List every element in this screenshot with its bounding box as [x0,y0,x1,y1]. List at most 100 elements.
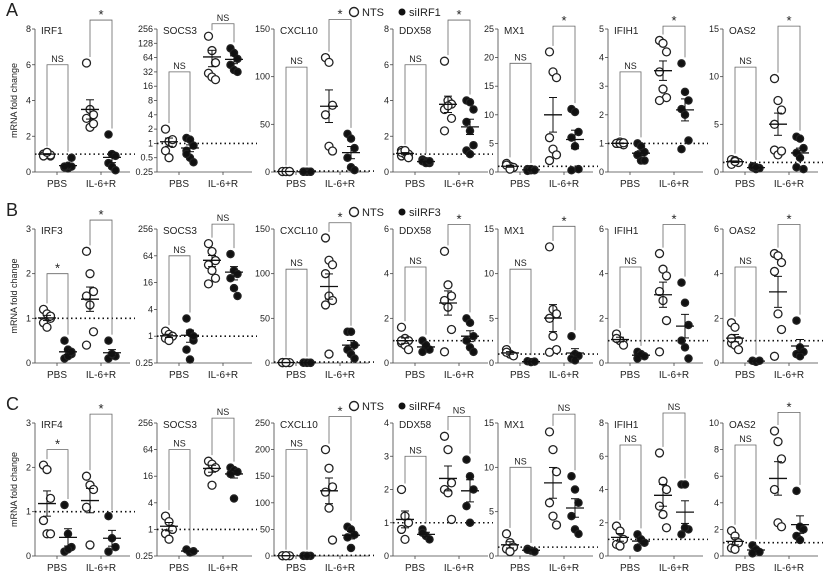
significance-bracket [89,413,113,511]
y-tick-label: 2 [384,131,389,141]
significance-label: NS [453,405,466,415]
x-tick-label: PBS [735,563,755,574]
point-si [633,150,642,160]
point-nts [85,269,95,279]
y-tick-label: 0 [599,551,604,561]
point-nts [446,478,457,488]
legend-nts-marker [348,6,360,18]
point-nts [501,347,512,357]
point-nts [548,511,558,521]
point-si [680,480,690,489]
point-nts [81,113,92,124]
legend-nts-label: NTS [362,207,384,219]
panel-title: CXCL10 [280,420,318,431]
y-tick-label: 2 [599,110,604,120]
point-nts [81,246,92,256]
significance-label: NS [173,61,186,71]
point-si [640,538,649,547]
significance-bracket [46,64,69,152]
y-tick-label: 4 [599,53,604,63]
point-si [469,140,478,150]
y-tick-label: 1 [148,524,153,534]
x-tick-label: IL-6+R [208,370,238,381]
y-tick-label: 15 [484,418,494,428]
significance-bracket [734,266,757,355]
point-nts [611,333,622,344]
point-nts [776,146,787,156]
x-tick-label: IL-6+R [208,179,238,190]
point-nts [544,47,555,57]
y-tick-label: 8 [599,418,604,428]
x-tick-label: PBS [286,370,306,381]
x-tick-label: PBS [169,563,189,574]
significance-bracket [285,449,308,550]
panel-title: MX1 [504,226,525,237]
y-tick-label: 16 [143,471,153,481]
y-tick-label: 2 [384,313,389,323]
y-tick-label: 10 [709,72,719,82]
point-nts [544,133,555,143]
panel-title: DDX58 [399,420,432,431]
significance-bracket [404,266,427,335]
significance-label: NS [739,434,752,444]
point-nts [551,520,562,530]
point-nts [81,340,92,350]
panel-title: IFIH1 [614,26,639,37]
point-si [570,107,580,117]
y-tick-label: 10 [484,269,494,279]
y-tick-label: 8 [384,24,389,34]
significance-bracket [662,412,686,479]
point-si [185,355,195,364]
y-tick-label: 10 [484,110,494,120]
legend-nts-marker [348,206,360,218]
x-tick-label: IL-6+R [659,179,689,190]
point-nts [88,119,99,129]
significance-bracket [328,19,352,128]
point-si [792,162,801,172]
y-tick-label: 20 [484,53,494,63]
point-si [233,269,242,279]
point-nts [324,349,334,359]
y-tick-label: 0 [714,167,719,177]
point-si [567,331,576,341]
panel-title: DDX58 [399,226,432,237]
significance-bracket [662,224,686,277]
y-tick-label: 4 [148,304,153,314]
point-si [346,543,356,553]
significance-bracket [734,444,757,540]
point-nts [403,344,414,355]
point-si [677,278,686,287]
panel-title: OAS2 [729,226,756,237]
point-si [462,501,471,511]
point-si [799,164,808,174]
y-tick-label: 0 [489,551,494,561]
point-nts [320,444,331,455]
significance-label: NS [514,456,527,466]
point-si [633,354,642,363]
point-si [574,529,583,539]
panel-title: IFIH1 [614,226,639,237]
x-tick-label: PBS [47,179,67,190]
point-nts [85,540,95,550]
y-tick-label: 64 [143,445,153,455]
point-nts [327,482,338,492]
significance-label: * [337,404,342,419]
x-tick-label: PBS [169,370,189,381]
significance-label: * [561,213,566,228]
point-si [350,143,359,153]
point-si [233,291,242,301]
significance-bracket [734,66,757,161]
point-nts [661,315,672,326]
significance-bracket [552,413,576,471]
significance-label: NS [409,445,422,455]
x-tick-label: PBS [405,563,425,574]
significance-label: * [98,7,103,22]
y-tick-label: 5 [489,138,494,148]
point-nts [548,444,558,455]
y-tick-label: 0 [489,358,494,368]
y-tick-label: 6 [714,224,719,234]
